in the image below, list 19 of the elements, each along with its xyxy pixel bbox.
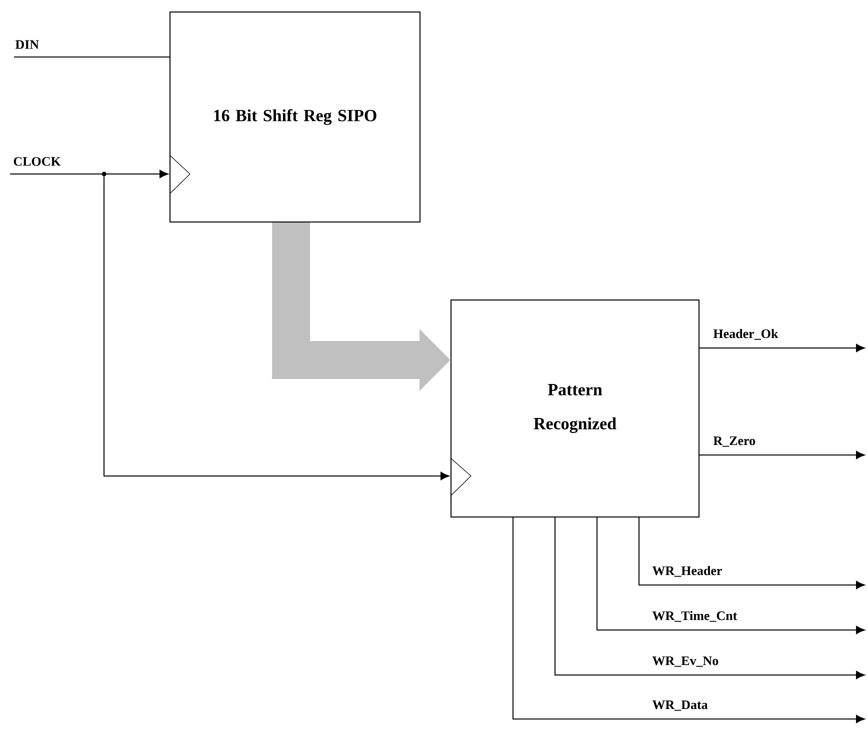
signal-arrow (512, 517, 865, 724)
signal-label: WR_Ev_No (651, 656, 720, 668)
signal-label: CLOCK (12, 156, 62, 167)
signal-label: WR_Time_Cnt (651, 610, 738, 623)
signal-arrow (699, 344, 865, 352)
signal-line (14, 56, 170, 58)
signal-arrow (554, 517, 865, 680)
block-box: Pattern Recognized (450, 300, 700, 518)
signal-arrow (104, 176, 450, 480)
signal-arrow (596, 517, 865, 634)
signal-arrow (699, 450, 865, 460)
signal-label: DIN (14, 39, 40, 50)
signal-arrow (10, 170, 168, 178)
block-box: 16 Bit Shift Reg SIPO (170, 12, 420, 222)
signal-arrow (638, 517, 865, 590)
signal-label: Header_Ok (712, 328, 780, 341)
signal-label: WR_Header (651, 564, 724, 578)
signal-label: R_Zero (712, 436, 757, 448)
signal-label: WR_Data (651, 700, 709, 712)
